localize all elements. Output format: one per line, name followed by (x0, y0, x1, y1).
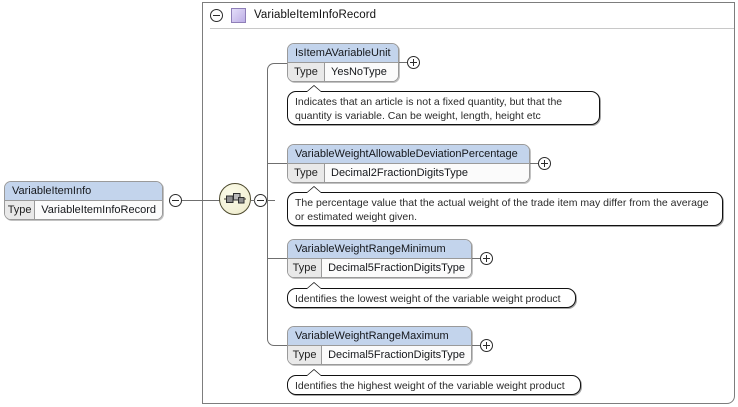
documentation-text: The percentage value that the actual wei… (295, 197, 709, 223)
plus-circle-icon[interactable] (480, 339, 493, 352)
complex-type-swatch-icon (231, 7, 246, 23)
connector-expander-3 (472, 258, 480, 259)
connector-expander-1 (399, 62, 407, 63)
connector-expander-2 (530, 163, 538, 164)
type-label: Type (288, 164, 325, 182)
branch-line-child-3 (267, 258, 287, 259)
minus-circle-icon[interactable] (210, 8, 223, 22)
branch-line-child-1 (267, 63, 288, 201)
sequence-compositor-icon[interactable] (219, 183, 251, 215)
documentation-balloon-3: Identifies the lowest weight of the vari… (287, 282, 576, 308)
type-value: YesNoType (325, 63, 398, 81)
type-label: Type (288, 346, 323, 364)
balloon-tail-icon (306, 282, 322, 289)
plus-circle-icon[interactable] (480, 252, 493, 265)
branch-line-child-4 (267, 200, 288, 346)
root-minus-circle-icon[interactable] (169, 194, 182, 207)
balloon-tail-icon (306, 85, 322, 92)
element-name: VariableWeightRangeMaximum (288, 327, 471, 346)
element-name: VariableWeightAllowableDeviationPercenta… (288, 145, 529, 164)
element-box-variableweightrangemaximum[interactable]: VariableWeightRangeMaximum Type Decimal5… (287, 326, 472, 365)
plus-circle-icon[interactable] (407, 56, 420, 69)
record-header: VariableItemInfoRecord (203, 3, 734, 27)
type-label: Type (288, 259, 323, 277)
element-name: IsItemAVariableUnit (288, 44, 398, 63)
root-type-value: VariableItemInfoRecord (35, 201, 162, 219)
element-box-isitemavariableunit[interactable]: IsItemAVariableUnit Type YesNoType (287, 43, 399, 82)
element-type-row: Type YesNoType (288, 63, 398, 81)
record-title: VariableItemInfoRecord (254, 9, 377, 21)
element-box-variableweightallowabledeviationpercentage[interactable]: VariableWeightAllowableDeviationPercenta… (287, 144, 530, 183)
type-value: Decimal5FractionDigitsType (322, 346, 471, 364)
type-label: Type (288, 63, 325, 81)
type-value: Decimal5FractionDigitsType (322, 259, 471, 277)
connector-expander-4 (472, 345, 480, 346)
header-separator (210, 28, 734, 29)
plus-circle-icon[interactable] (538, 157, 551, 170)
root-element-name: VariableItemInfo (5, 182, 162, 201)
root-element-box[interactable]: VariableItemInfo Type VariableItemInfoRe… (4, 181, 163, 220)
element-box-variableweightrangeminimum[interactable]: VariableWeightRangeMinimum Type Decimal5… (287, 239, 472, 278)
element-name: VariableWeightRangeMinimum (288, 240, 471, 259)
connector-seq-stub (251, 200, 255, 201)
documentation-text: Indicates that an article is not a fixed… (295, 96, 563, 122)
sequence-minus-circle-icon[interactable] (254, 194, 267, 207)
type-value: Decimal2FractionDigitsType (325, 164, 529, 182)
root-type-label: Type (5, 201, 36, 219)
documentation-text: Identifies the highest weight of the var… (295, 380, 565, 392)
element-type-row: Type Decimal2FractionDigitsType (288, 164, 529, 182)
element-type-row: Type Decimal5FractionDigitsType (288, 259, 471, 277)
documentation-balloon-2: The percentage value that the actual wei… (287, 186, 723, 226)
element-type-row: Type Decimal5FractionDigitsType (288, 346, 471, 364)
documentation-text: Identifies the lowest weight of the vari… (295, 293, 561, 305)
balloon-tail-icon (306, 186, 322, 193)
documentation-balloon-4: Identifies the highest weight of the var… (287, 369, 581, 395)
documentation-balloon-1: Indicates that an article is not a fixed… (287, 85, 600, 125)
balloon-tail-icon (306, 369, 322, 376)
connector-root-to-sequence (182, 200, 220, 201)
root-element-type-row: Type VariableItemInfoRecord (5, 201, 162, 219)
branch-line-child-2 (267, 163, 287, 164)
